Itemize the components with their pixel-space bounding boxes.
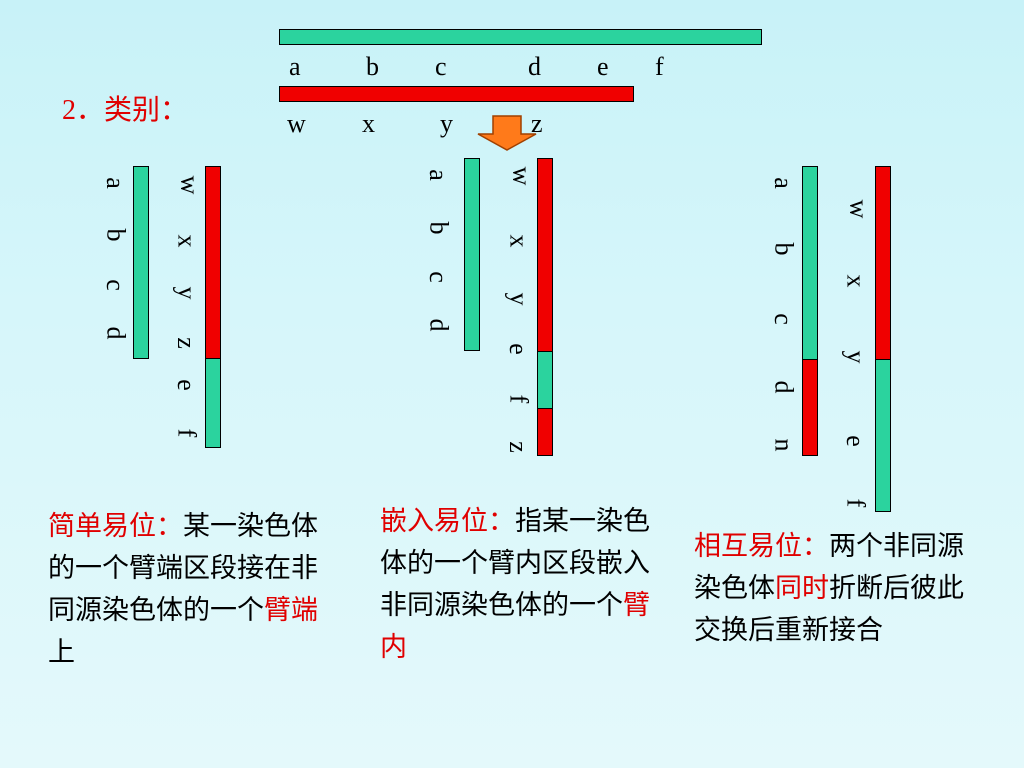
p1-right-label: x [172,234,202,248]
p1-right-label: w [175,175,205,195]
desc1-tail: 上 [48,637,75,667]
desc-insertional-translocation: 嵌入易位：指某一染色体的一个臂内区段嵌入非同源染色体的一个臂内 [380,500,660,668]
p3-right-label: f [841,498,871,508]
p1-left-label: b [101,228,131,242]
desc-simple-translocation: 简单易位：某一染色体的一个臂端区段接在非同源染色体的一个臂端上 [48,505,328,673]
top-label-c: c [435,52,447,81]
top-label-x: x [362,109,375,138]
p2-green-chromosome [464,158,480,351]
p3-right-label: y [841,350,871,364]
desc1-body: 某一染色体的一个臂端区段接在非同源染色体的一个 [48,511,318,625]
p2-right-label: z [503,441,533,453]
p3-left-label: c [768,313,798,325]
p2-right-label: x [504,234,534,248]
p1-right-label: e [171,379,201,391]
top-label-b: b [366,52,379,81]
top-label-w: w [287,109,306,138]
p3-right-label: x [841,274,871,288]
p2-green-inserted-segment [537,351,553,409]
p2-red-segment-top [537,158,553,352]
section-heading: 2．类别： [62,95,189,126]
p3-left-red-segment [802,359,818,456]
desc3-body2: 折断后彼此交换后重新接合 [694,573,964,645]
p3-left-label: b [769,242,799,256]
p1-right-label: f [172,428,202,438]
desc3-body1: 两个非同源染色体 [694,531,964,603]
p2-right-label: w [507,166,537,186]
p2-left-label: d [424,318,454,332]
top-label-y: y [440,109,453,138]
p2-left-label: a [423,169,453,181]
p2-right-label: f [504,394,534,404]
p3-right-label: w [844,199,874,219]
p3-left-green-segment [802,166,818,360]
p1-red-segment [205,166,221,359]
p1-right-label: z [171,337,201,349]
desc2-body: 指某一染色体的一个臂内区段嵌入非同源染色体的一个 [380,506,650,620]
p1-green-segment [205,358,221,448]
p2-left-label: c [423,271,453,283]
top-label-d: d [528,52,541,81]
desc3-title: 相互易位： [694,531,829,561]
top-label-z: z [531,109,543,138]
top-label-e: e [597,52,609,81]
p3-right-red-segment [875,166,891,360]
top-label-a: a [289,52,301,81]
desc2-highlight: 臂内 [380,590,650,662]
desc3-highlight: 同时 [775,573,829,603]
top-red-chromosome [279,86,634,102]
p3-right-green-segment [875,359,891,512]
top-green-chromosome [279,29,762,45]
desc2-title: 嵌入易位： [380,506,515,536]
down-arrow-icon [477,115,537,151]
p3-left-label: a [768,177,798,189]
p3-left-label: n [769,438,799,452]
desc1-title: 简单易位： [48,511,183,541]
p3-right-label: e [840,435,870,447]
p1-left-label: c [100,279,130,291]
p2-left-label: b [424,221,454,235]
desc-reciprocal-translocation: 相互易位：两个非同源染色体同时折断后彼此交换后重新接合 [694,525,974,651]
p1-green-chromosome [133,166,149,359]
p2-red-segment-bottom [537,408,553,456]
p2-right-label: e [503,343,533,355]
top-label-f: f [655,52,664,81]
p3-left-label: d [769,380,799,394]
desc1-highlight: 臂端 [264,595,318,625]
p1-right-label: y [172,286,202,300]
p1-left-label: d [101,326,131,340]
p1-left-label: a [100,177,130,189]
p2-right-label: y [504,292,534,306]
